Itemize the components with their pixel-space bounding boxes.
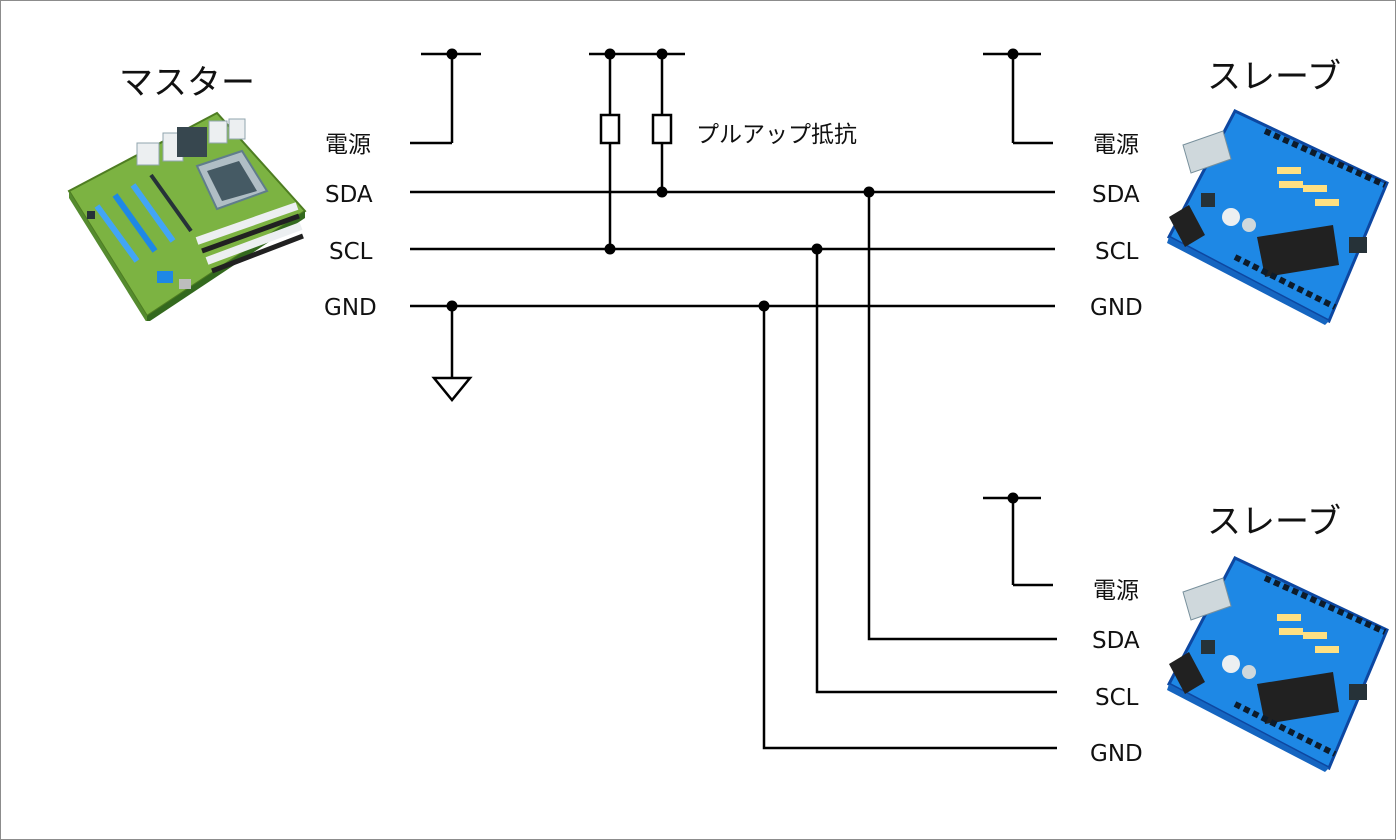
master-pin-sda: SDA: [325, 182, 373, 208]
slave1-pin-scl: SCL: [1095, 239, 1139, 265]
slave1-pin-power: 電源: [1093, 132, 1139, 158]
pullup-label: プルアップ抵抗: [696, 122, 857, 148]
sda-branch: [867, 192, 1057, 641]
slave2-pin-sda: SDA: [1092, 628, 1140, 654]
arduino-board-icon: [1166, 109, 1389, 325]
junction-dots: [446, 48, 1019, 504]
pullup-resistor-sda: [651, 54, 673, 192]
scl-branch: [815, 249, 1057, 694]
master-pin-gnd: GND: [324, 295, 377, 321]
master-pin-power: 電源: [325, 132, 371, 158]
slave2-title: スレーブ: [1207, 502, 1341, 542]
motherboard-icon: [67, 111, 307, 321]
ground-symbol: [431, 306, 473, 402]
slave2-pin-scl: SCL: [1095, 685, 1139, 711]
gnd-branch: [762, 306, 1057, 750]
master-power-wire: [410, 52, 481, 145]
slave1-title: スレーブ: [1207, 57, 1341, 97]
master-pin-scl: SCL: [329, 239, 373, 265]
slave1-power-wire: [983, 52, 1053, 145]
slave1-pin-sda: SDA: [1092, 182, 1140, 208]
master-title: マスター: [119, 63, 255, 103]
slave2-power-wire: [983, 496, 1053, 587]
pullup-resistor-scl: [599, 54, 621, 249]
arduino-board-icon: [1166, 556, 1389, 772]
slave2-pin-gnd: GND: [1090, 741, 1143, 767]
slave1-pin-gnd: GND: [1090, 295, 1143, 321]
slave2-pin-power: 電源: [1093, 578, 1139, 604]
